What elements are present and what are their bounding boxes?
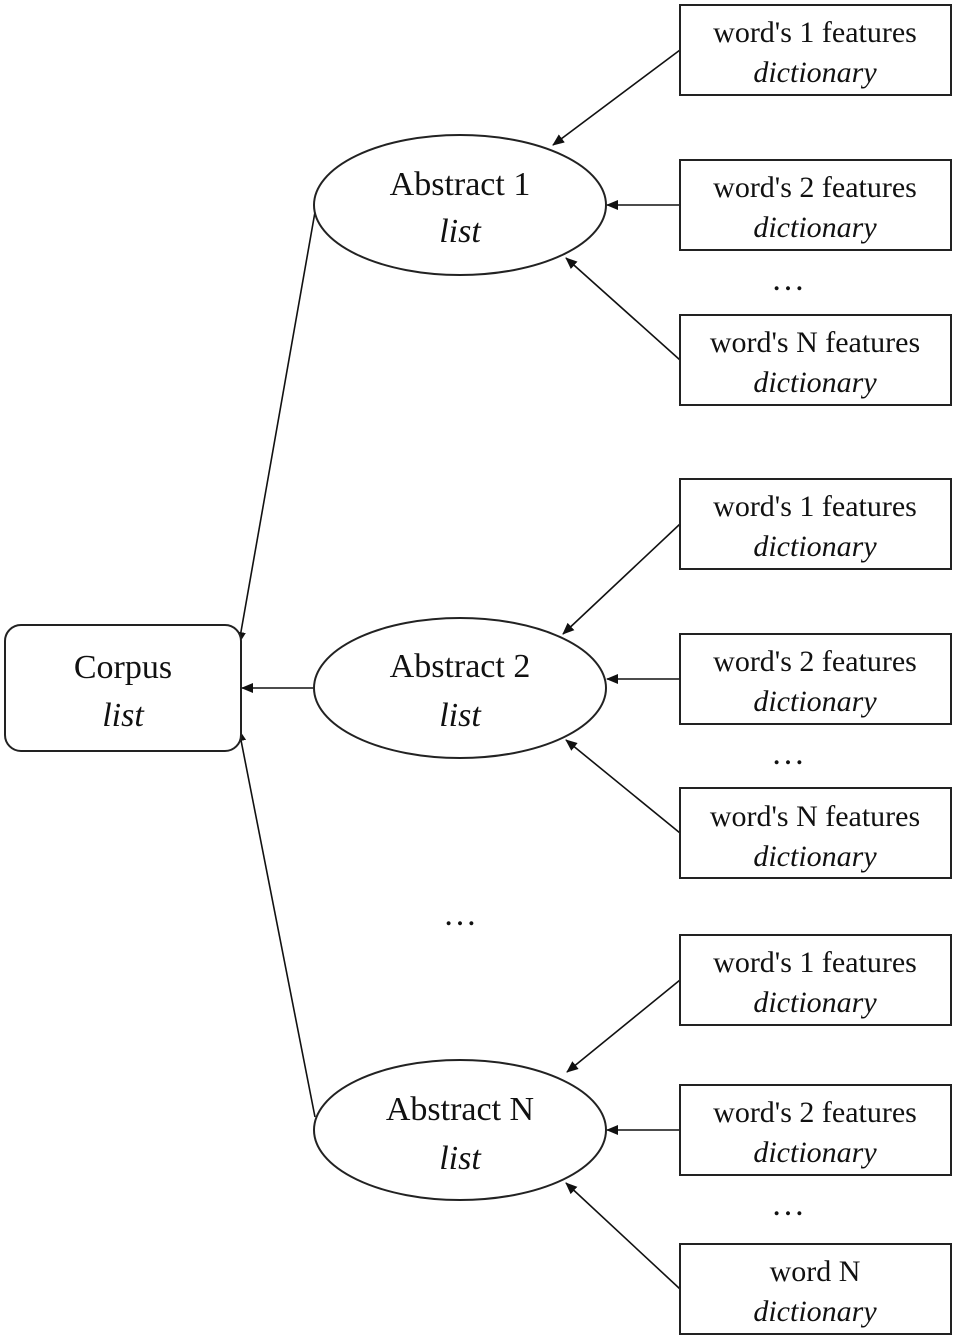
edge-gN-wordN-to-abstractN [565, 1182, 681, 1290]
word-box-g1-1: word's 1 features dictionary [679, 4, 952, 96]
corpus-title: Corpus [74, 649, 172, 686]
word-title: word's 1 features [713, 490, 917, 523]
word-box-gn-1: word's 1 features dictionary [679, 934, 952, 1026]
word-box-g1-n: word's N features dictionary [679, 314, 952, 406]
edge-abstractN-to-corpus [236, 729, 316, 1118]
abstract-node-1: Abstract 1 list [313, 134, 607, 276]
words-ellipsis: … [771, 1186, 805, 1223]
edge-g2-word1-to-abstract2 [562, 523, 681, 635]
word-type: dictionary [753, 986, 877, 1019]
edge-g1-word1-to-abstract1 [552, 49, 681, 146]
abstract-title: Abstract N [386, 1091, 534, 1128]
word-type: dictionary [753, 840, 877, 873]
word-title: word's 2 features [713, 171, 917, 204]
word-type: dictionary [753, 1295, 877, 1328]
word-type: dictionary [753, 211, 877, 244]
word-box-gn-2: word's 2 features dictionary [679, 1084, 952, 1176]
word-title: word N [770, 1255, 861, 1288]
edge-gN-word1-to-abstractN [566, 979, 681, 1073]
abstract-title: Abstract 2 [390, 648, 531, 685]
words-ellipsis: … [771, 261, 805, 298]
edges [235, 49, 681, 1290]
word-title: word's 2 features [713, 1096, 917, 1129]
word-type: dictionary [753, 685, 877, 718]
abstract-node-n: Abstract N list [313, 1059, 607, 1201]
abstract-type: list [439, 1140, 482, 1177]
word-box-g1-2: word's 2 features dictionary [679, 159, 952, 251]
edge-g2-wordN-to-abstract2 [565, 739, 681, 834]
word-type: dictionary [753, 1136, 877, 1169]
abstract-title: Abstract 1 [390, 166, 531, 203]
word-box-g2-1: word's 1 features dictionary [679, 478, 952, 570]
edge-g1-wordN-to-abstract1 [565, 257, 681, 361]
word-type: dictionary [753, 56, 877, 89]
words-ellipsis: … [771, 735, 805, 772]
abstract-type: list [439, 697, 482, 734]
abstract-node-2: Abstract 2 list [313, 617, 607, 759]
word-title: word's N features [710, 326, 920, 359]
abstract-type: list [439, 213, 482, 250]
word-box-g2-2: word's 2 features dictionary [679, 633, 952, 725]
word-type: dictionary [753, 530, 877, 563]
word-title: word's 1 features [713, 16, 917, 49]
word-type: dictionary [753, 366, 877, 399]
word-title: word's 2 features [713, 645, 917, 678]
corpus-node: Corpus list [4, 624, 242, 752]
edge-abstract1-to-corpus [235, 211, 316, 644]
word-box-g2-n: word's N features dictionary [679, 787, 952, 879]
corpus-type: list [102, 697, 145, 734]
abstracts-ellipsis: … [443, 896, 477, 933]
word-box-gn-n: word N dictionary [679, 1243, 952, 1335]
word-title: word's N features [710, 800, 920, 833]
word-title: word's 1 features [713, 946, 917, 979]
